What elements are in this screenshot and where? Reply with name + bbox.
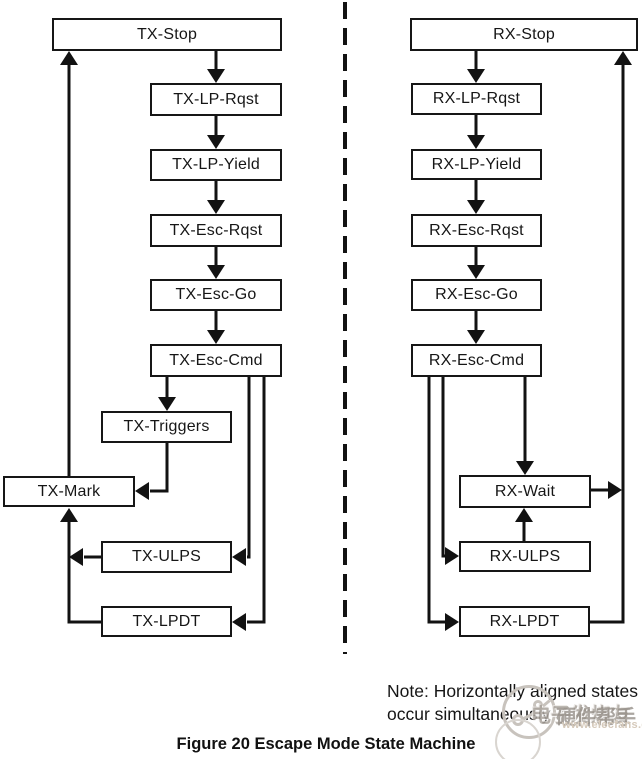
state-rx-wait: RX-Wait	[459, 475, 591, 508]
state-rx-esc-rqst: RX-Esc-Rqst	[411, 214, 542, 247]
state-tx-lp-rqst: TX-LP-Rqst	[150, 83, 282, 116]
state-tx-lpdt: TX-LPDT	[101, 606, 232, 637]
state-tx-esc-go: TX-Esc-Go	[150, 279, 282, 311]
state-rx-lpdt: RX-LPDT	[459, 606, 590, 637]
state-tx-ulps: TX-ULPS	[101, 541, 232, 573]
state-tx-stop: TX-Stop	[52, 18, 282, 51]
state-rx-lp-rqst: RX-LP-Rqst	[411, 83, 542, 115]
state-rx-esc-go: RX-Esc-Go	[411, 279, 542, 311]
state-rx-ulps: RX-ULPS	[459, 541, 591, 572]
elecfans-logo-faint-icon	[495, 719, 541, 759]
state-tx-esc-rqst: TX-Esc-Rqst	[150, 214, 282, 247]
arrowheads	[60, 51, 632, 631]
figure-caption: Figure 20 Escape Mode State Machine	[176, 735, 476, 753]
state-tx-lp-yield: TX-LP-Yield	[150, 149, 282, 181]
state-rx-stop: RX-Stop	[410, 18, 638, 51]
state-rx-esc-cmd: RX-Esc-Cmd	[411, 344, 542, 377]
state-tx-esc-cmd: TX-Esc-Cmd	[150, 344, 282, 377]
state-rx-lp-yield: RX-LP-Yield	[411, 149, 542, 180]
state-tx-triggers: TX-Triggers	[101, 411, 232, 443]
watermark-site-url: www.elecfans.com	[562, 719, 642, 731]
watermark-brand-text: 电子发烧友	[531, 705, 631, 727]
state-tx-mark: TX-Mark	[3, 476, 135, 507]
watermark-overlay-text: 硬件帮手	[556, 707, 636, 729]
